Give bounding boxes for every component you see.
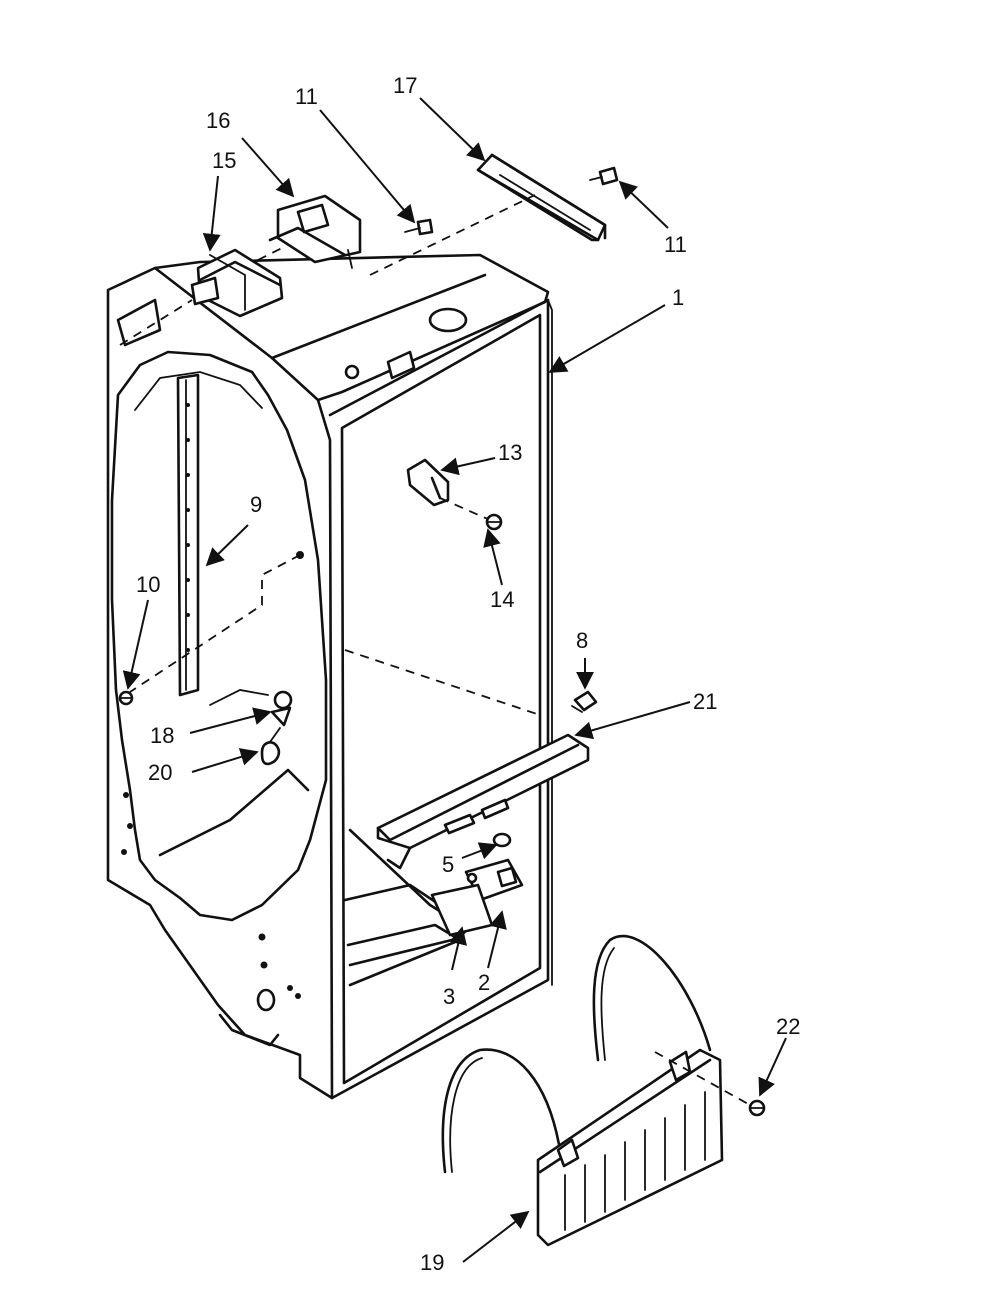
leader-11b: [618, 180, 669, 229]
dashed-line-17: [369, 194, 536, 276]
control-housing-15-drawing: [190, 248, 284, 318]
leader-19: [462, 1210, 530, 1263]
callout-20: 20: [148, 760, 172, 785]
callout-8: 8: [576, 628, 588, 653]
cover-21-drawing: [376, 733, 590, 870]
heater-19-drawing: [441, 934, 724, 1247]
dashed-line-15: [119, 299, 193, 346]
clip-8-drawing: [571, 690, 598, 713]
bracket-13-drawing: [406, 458, 450, 507]
callout-17: 17: [393, 73, 417, 98]
screw-11b-drawing: [589, 166, 619, 186]
clip-18-drawing: [209, 689, 293, 727]
screw-11a-drawing: [404, 218, 434, 236]
bulb-20-drawing: [260, 727, 281, 766]
leader-2: [487, 910, 507, 969]
dashed-line-16: [257, 247, 283, 261]
callout-10: 10: [136, 572, 160, 597]
callout-14: 14: [490, 587, 514, 612]
nut-5-drawing: [492, 832, 512, 848]
callout-21: 21: [693, 689, 717, 714]
dashed-line-22: [654, 1051, 751, 1106]
shelf-rail-drawing: [176, 373, 200, 697]
leader-10: [122, 599, 149, 690]
screw-10-drawing: [118, 690, 134, 706]
callout-22: 22: [776, 1014, 800, 1039]
leader-16: [241, 137, 295, 198]
leader-5: [461, 842, 498, 860]
leader-21: [574, 701, 691, 740]
leader-9: [205, 524, 249, 567]
leader-14: [483, 528, 503, 586]
callout-5: 5: [442, 852, 454, 877]
leader-lines: [122, 97, 787, 1263]
top-bracket-17-drawing: [476, 153, 607, 242]
leader-3: [449, 926, 468, 971]
leader-15: [202, 175, 221, 252]
callout-11b: 11: [664, 232, 687, 257]
leader-20: [191, 748, 259, 773]
callout-3: 3: [443, 984, 455, 1009]
callout-18: 18: [150, 723, 174, 748]
callout-11a: 11: [295, 84, 318, 109]
callout-19: 19: [420, 1250, 444, 1275]
callout-9: 9: [250, 492, 262, 517]
callout-15: 15: [212, 148, 236, 173]
screw-14-drawing: [485, 513, 503, 531]
callout-1: 1: [672, 285, 684, 310]
callout-labels: 1 2 3 5 8 9 10 11 11 13 14 15 16 17 18 1…: [136, 73, 800, 1275]
dashed-line-13: [439, 497, 491, 521]
leader-13: [440, 457, 496, 476]
screw-22-drawing: [748, 1099, 766, 1117]
leader-11a: [319, 109, 416, 224]
callout-16: 16: [206, 108, 230, 133]
leader-18: [189, 707, 272, 734]
leader-17: [419, 97, 486, 162]
leader-22: [758, 1037, 787, 1097]
callout-13: 13: [498, 440, 522, 465]
callout-2: 2: [478, 970, 490, 995]
bracket-16-drawing: [268, 194, 362, 269]
cabinet-liner-drawing: [106, 253, 553, 1100]
leader-1: [548, 304, 666, 373]
